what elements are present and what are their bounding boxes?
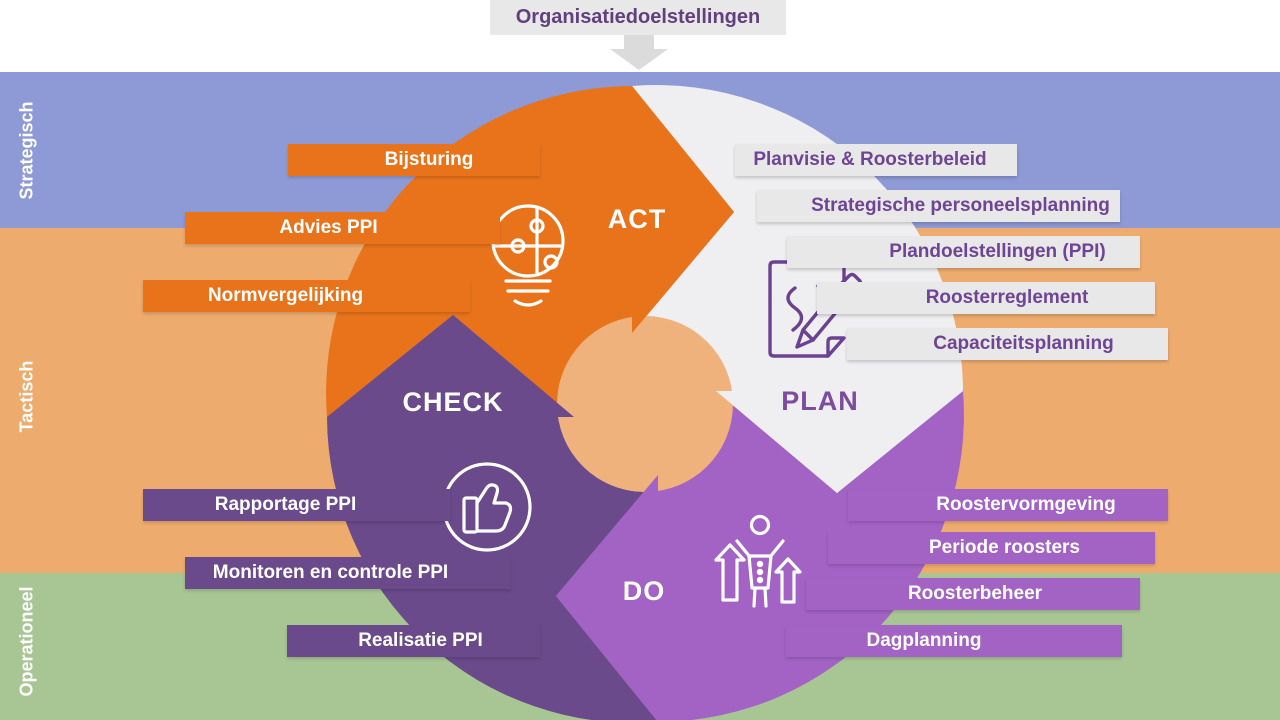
plan-bar: Roosterreglement (817, 282, 1155, 314)
check-bar: Monitoren en controle PPI (185, 557, 510, 589)
check-bar: Realisatie PPI (287, 625, 540, 657)
act-bar: Normvergelijking (143, 280, 470, 312)
plan-bar: Plandoelstellingen (PPI) (787, 236, 1140, 268)
plan-bar: Capaciteitsplanning (847, 328, 1168, 360)
act-bar: Bijsturing (288, 144, 540, 176)
do-bar: Roostervormgeving (848, 489, 1168, 521)
check-label: CHECK (402, 387, 503, 417)
person-progress-icon (714, 514, 802, 608)
do-bar: Dagplanning (786, 625, 1122, 657)
act-label: ACT (608, 204, 667, 234)
cycle-center-disc (557, 316, 733, 492)
page-title: Organisatiedoelstellingen (490, 0, 786, 35)
down-arrow-icon (610, 49, 668, 70)
check-bar: Rapportage PPI (143, 489, 450, 521)
do-bar: Roosterbeheer (806, 578, 1140, 610)
do-bar: Periode roosters (828, 532, 1155, 564)
do-label: DO (623, 576, 666, 606)
plan-label: PLAN (781, 386, 859, 416)
plan-bar: Strategische personeelsplanning (757, 190, 1120, 222)
lightbulb-puzzle-icon (491, 204, 565, 307)
down-arrow-shaft (624, 35, 654, 49)
act-bar: Advies PPI (185, 212, 500, 244)
plan-bar: Planvisie & Roosterbeleid (735, 144, 1017, 176)
